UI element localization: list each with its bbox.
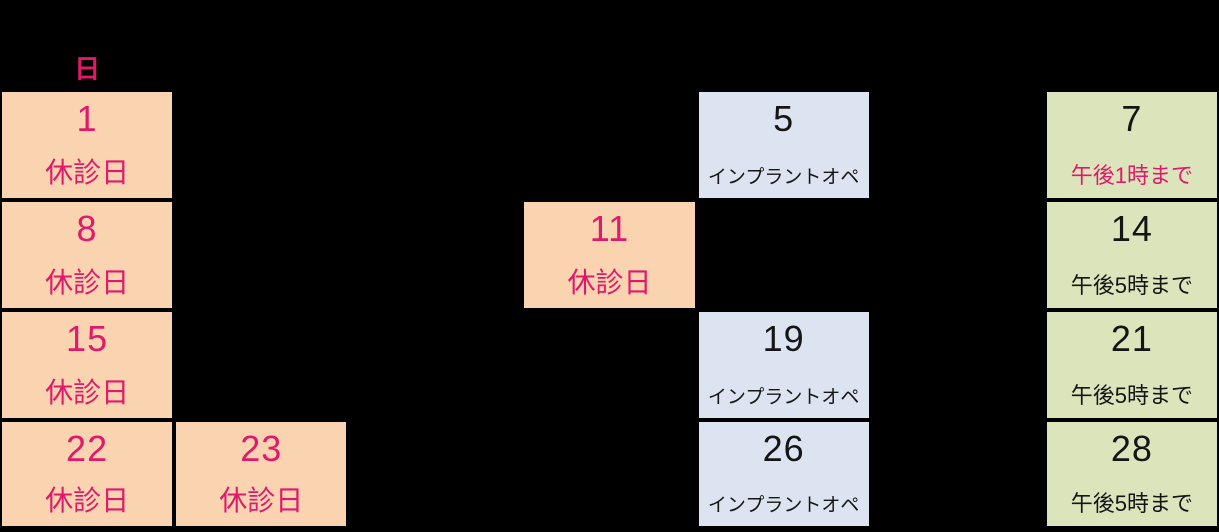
day-note: インプラントオペ [707,167,860,188]
day-note: インプラントオペ [707,495,860,516]
calendar-cell-day-5: 5 インプラントオペ [696,90,871,200]
day-number: 7 [1121,98,1143,139]
day-number: 11 [589,208,630,249]
calendar-cell-day-8: 8 休診日 [0,200,175,310]
calendar-cell-day-14: 14 午後5時まで [1044,200,1219,310]
day-note: 午後5時まで [1070,383,1194,408]
calendar-cell-day-22: 22 休診日 [0,420,175,528]
calendar-cell-day-11: 11 休診日 [522,200,697,310]
day-number: 1 [76,98,98,139]
day-number: 19 [762,318,805,359]
day-note: 休診日 [45,267,130,298]
day-note: 午後1時まで [1070,163,1194,188]
calendar-cell-day-26: 26 インプラントオペ [696,420,871,528]
calendar-cell-day-28: 28 午後5時まで [1044,420,1219,528]
day-note: 休診日 [219,485,304,516]
day-note: 休診日 [567,267,652,298]
day-number: 5 [773,98,795,139]
day-note: 休診日 [45,485,130,516]
calendar-cell-day-21: 21 午後5時まで [1044,310,1219,420]
day-note: 午後5時まで [1070,491,1194,516]
day-note: インプラントオペ [707,387,860,408]
day-note: 休診日 [45,157,130,188]
weekday-header-label: 日 [74,54,101,84]
calendar-cell-day-15: 15 休診日 [0,310,175,420]
day-number: 26 [762,428,805,469]
weekday-header-sunday: 日 [0,0,174,90]
calendar-cell-day-23: 23 休診日 [174,420,349,528]
day-number: 8 [76,208,98,249]
calendar-cell-day-7: 7 午後1時まで [1044,90,1219,200]
calendar-cell-day-19: 19 インプラントオペ [696,310,871,420]
day-note: 午後5時まで [1070,273,1194,298]
day-number: 14 [1110,208,1153,249]
calendar-cell-day-1: 1 休診日 [0,90,175,200]
day-number: 22 [66,428,109,469]
day-number: 21 [1110,318,1153,359]
day-note: 休診日 [45,377,130,408]
day-number: 15 [66,318,109,359]
day-number: 28 [1110,428,1153,469]
day-number: 23 [240,428,283,469]
